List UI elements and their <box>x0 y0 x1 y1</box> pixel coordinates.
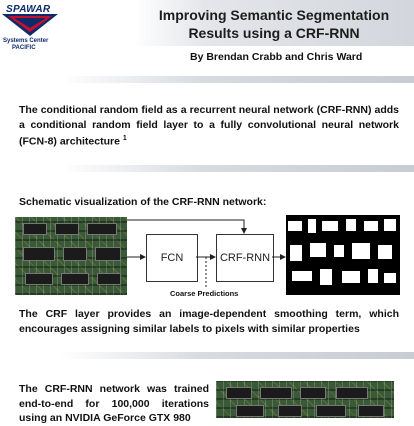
section-divider <box>60 76 414 83</box>
coarse-predictions-label: Coarse Predictions <box>170 289 239 298</box>
logo-wordmark: SPAWAR <box>6 4 51 15</box>
section-divider <box>60 165 414 172</box>
fcn-block: FCN <box>146 234 198 282</box>
spawar-logo <box>0 0 60 52</box>
intro-text: The conditional random field as a recurr… <box>19 104 399 148</box>
logo-chevron-icon <box>2 14 58 36</box>
logo-subtitle: Systems Center <box>3 38 49 44</box>
authors: By Brendan Crabb and Chris Ward <box>190 51 363 63</box>
circuit-board-photo <box>216 381 394 418</box>
schematic-heading: Schematic visualization of the CRF-RNN n… <box>19 196 267 208</box>
intro-paragraph: The conditional random field as a recurr… <box>19 103 399 149</box>
poster-title-2: Results using a CRF-RNN <box>188 25 360 41</box>
footnote-marker: 1 <box>122 135 127 142</box>
crf-description: The CRF layer provides an image-dependen… <box>19 308 399 335</box>
segmentation-output-image <box>286 215 400 295</box>
section-divider <box>60 352 414 359</box>
input-circuit-board-image <box>15 217 127 295</box>
logo-subtitle-2: PACIFIC <box>12 45 36 51</box>
crf-rnn-block: CRF-RNN <box>216 234 274 282</box>
training-paragraph: The CRF-RNN network was trained end-to-e… <box>19 383 209 424</box>
title-banner <box>134 0 414 46</box>
poster-title: Improving Semantic Segmentation <box>158 7 390 23</box>
